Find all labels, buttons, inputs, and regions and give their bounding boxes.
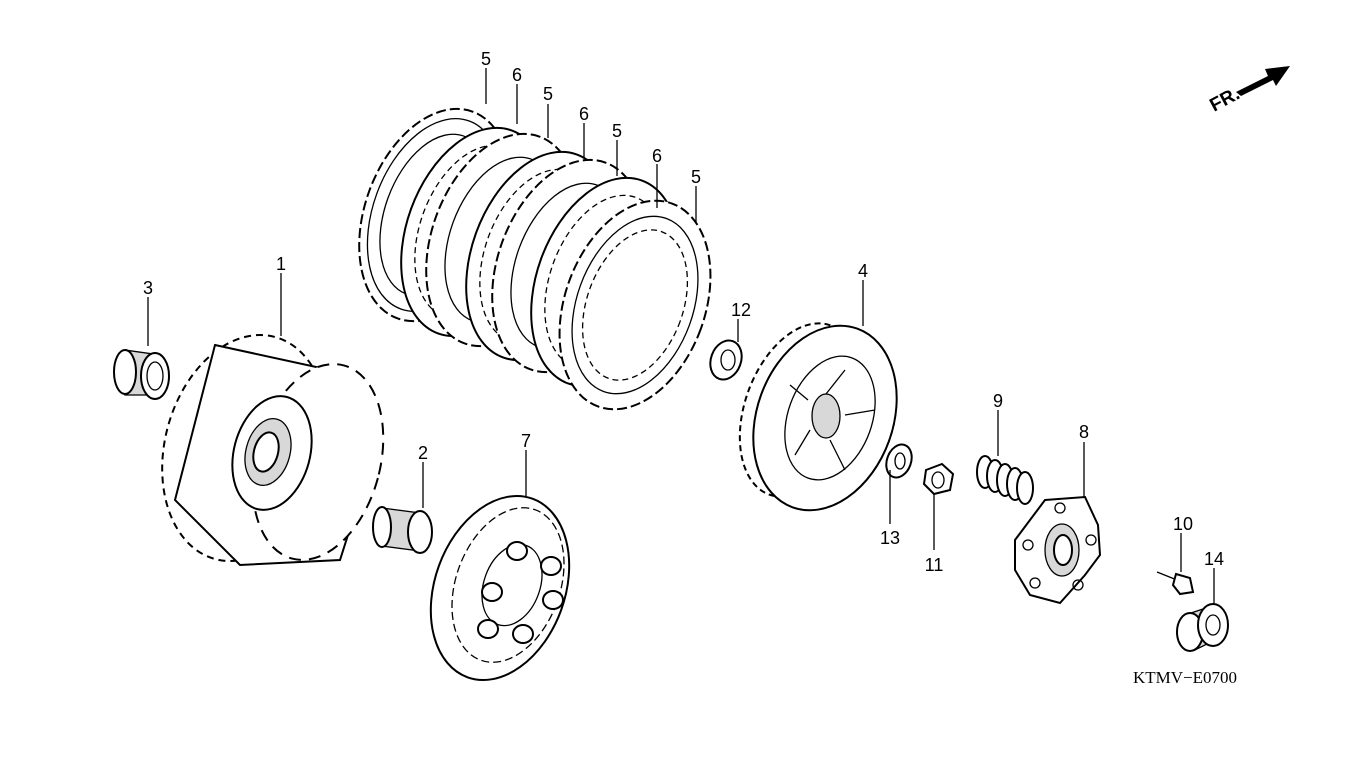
part-8-lifter-plate	[1014, 495, 1102, 605]
callout-13: 13	[880, 528, 900, 548]
callout-8: 8	[1079, 422, 1089, 442]
callout-4: 4	[858, 261, 868, 281]
callout-6: 6	[579, 104, 589, 124]
callout-12: 12	[731, 300, 751, 320]
part-3-bushing	[113, 349, 170, 400]
part-14-bearing	[1176, 603, 1229, 652]
front-label: FR.	[1206, 84, 1243, 117]
callout-6: 6	[512, 65, 522, 85]
part-2-collar	[372, 506, 433, 554]
callout-5: 5	[612, 121, 622, 141]
callout-2: 2	[418, 443, 428, 463]
part-1-clutch-outer	[161, 334, 385, 567]
callout-10: 10	[1173, 514, 1193, 534]
front-direction-indicator: FR.	[1206, 66, 1290, 116]
part-13-washer	[885, 443, 913, 479]
front-arrow-icon	[1236, 66, 1290, 96]
callout-7: 7	[521, 431, 531, 451]
callout-3: 3	[143, 278, 153, 298]
part-9-clutch-spring	[976, 455, 1034, 505]
callout-5: 5	[543, 84, 553, 104]
clutch-plate-stack	[358, 107, 712, 411]
callout-labels: 5 6 5 6 5 6 5 1 3 2 7 12 4 9 8 13 11 10 …	[143, 49, 1224, 575]
callout-5: 5	[691, 167, 701, 187]
part-12-washer	[709, 339, 743, 381]
leader-lines	[147, 68, 1215, 605]
callout-11: 11	[925, 555, 944, 575]
part-7-pressure-plate	[429, 495, 571, 681]
callout-14: 14	[1204, 549, 1224, 569]
callout-6: 6	[652, 146, 662, 166]
part-10-bolt	[1156, 571, 1195, 596]
diagram-code: KTMV−E0700	[1133, 668, 1237, 687]
callout-5: 5	[481, 49, 491, 69]
part-4-clutch-center	[738, 322, 898, 512]
callout-9: 9	[993, 391, 1003, 411]
part-11-lock-nut	[922, 462, 955, 496]
callout-1: 1	[276, 254, 286, 274]
